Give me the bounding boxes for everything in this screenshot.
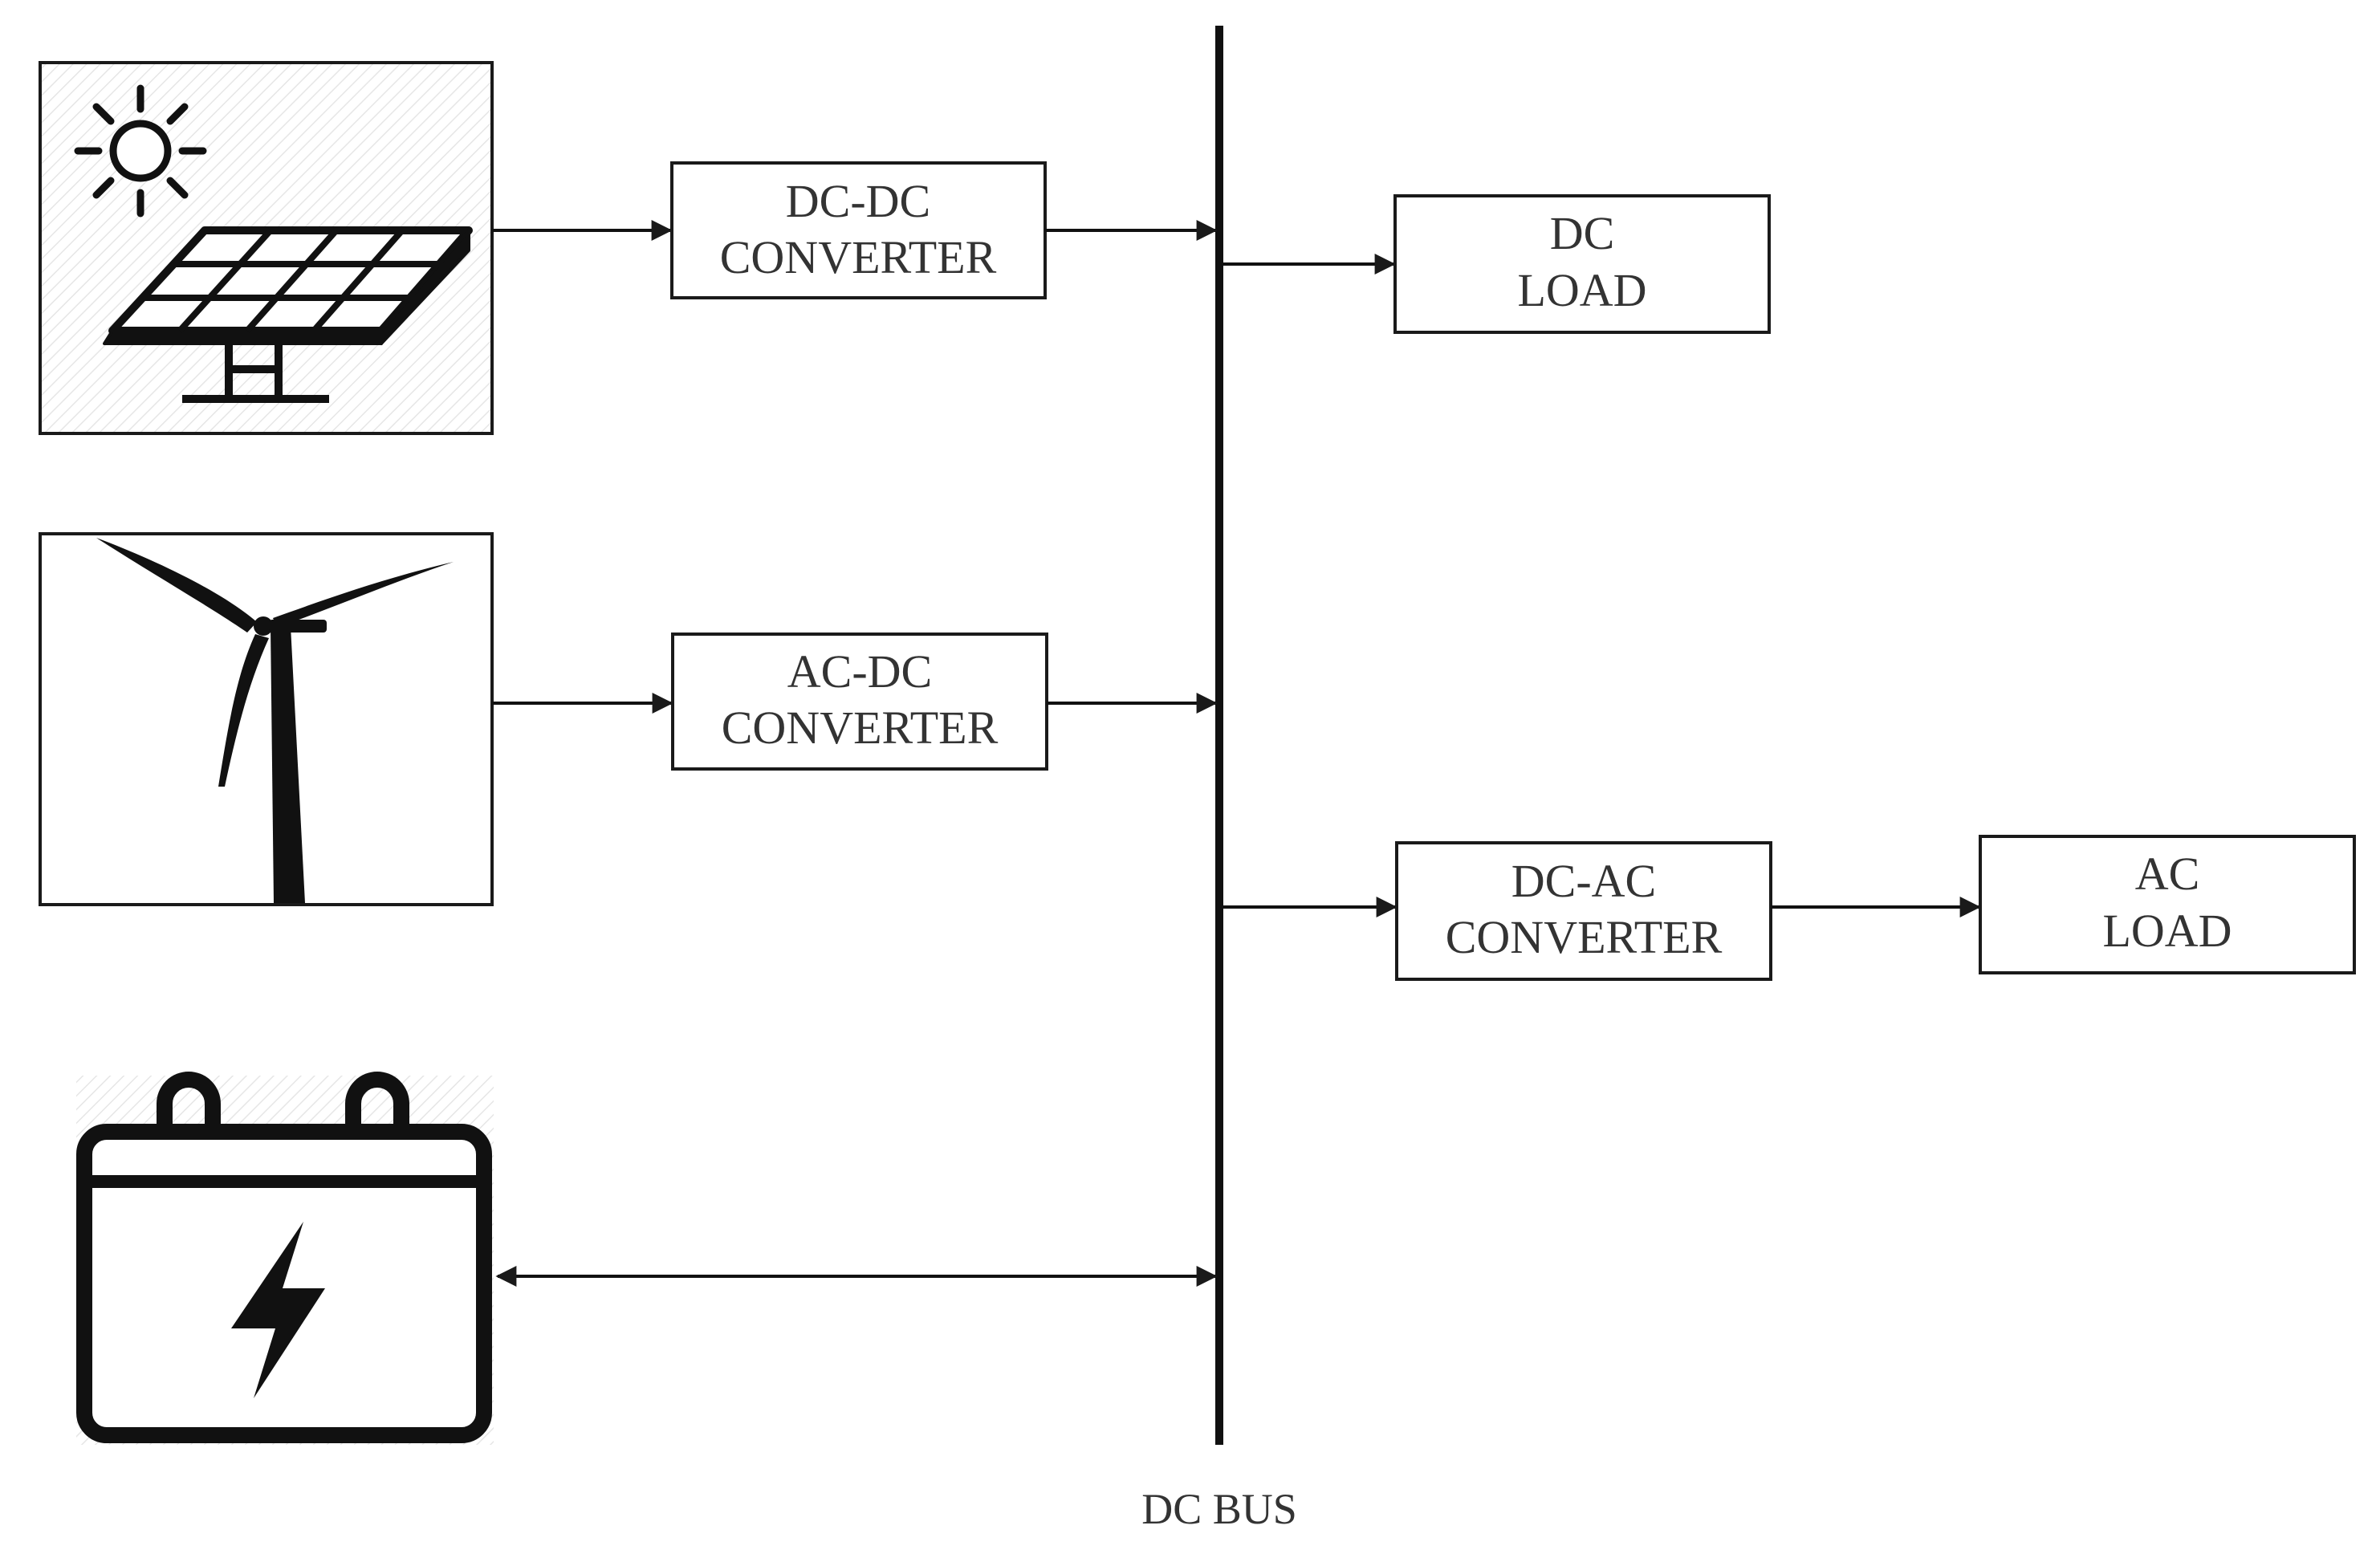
- dc-load-line1: DC: [1550, 207, 1615, 259]
- sun-icon: [74, 84, 207, 218]
- dc-dc-converter-block: DC-DC CONVERTER: [670, 161, 1047, 299]
- ac-load-block: AC LOAD: [1979, 835, 2356, 974]
- dc-ac-converter-line2: CONVERTER: [1446, 911, 1723, 963]
- dc-bus-label: DC BUS: [1141, 1485, 1297, 1533]
- ac-dc-converter-line2: CONVERTER: [722, 702, 999, 754]
- ac-load-line1: AC: [2135, 848, 2200, 900]
- dc-load-block: DC LOAD: [1393, 194, 1771, 334]
- solar-source: [39, 61, 494, 435]
- dc-load-line2: LOAD: [1517, 264, 1646, 316]
- solar-panel-icon: [103, 226, 473, 403]
- wind-source: [39, 532, 494, 906]
- wind-frame: [39, 532, 494, 906]
- battery-storage: [76, 1072, 494, 1445]
- battery-icon: [76, 1072, 492, 1443]
- wind-turbine-icon: [96, 538, 454, 903]
- ac-load-line2: LOAD: [2102, 905, 2232, 957]
- dc-dc-converter-line2: CONVERTER: [720, 231, 997, 283]
- ac-dc-converter-block: AC-DC CONVERTER: [671, 633, 1048, 771]
- dc-ac-converter-line1: DC-AC: [1511, 855, 1656, 907]
- dc-ac-converter-block: DC-AC CONVERTER: [1395, 841, 1772, 981]
- dc-dc-converter-line1: DC-DC: [786, 175, 930, 227]
- ac-dc-converter-line1: AC-DC: [787, 645, 932, 698]
